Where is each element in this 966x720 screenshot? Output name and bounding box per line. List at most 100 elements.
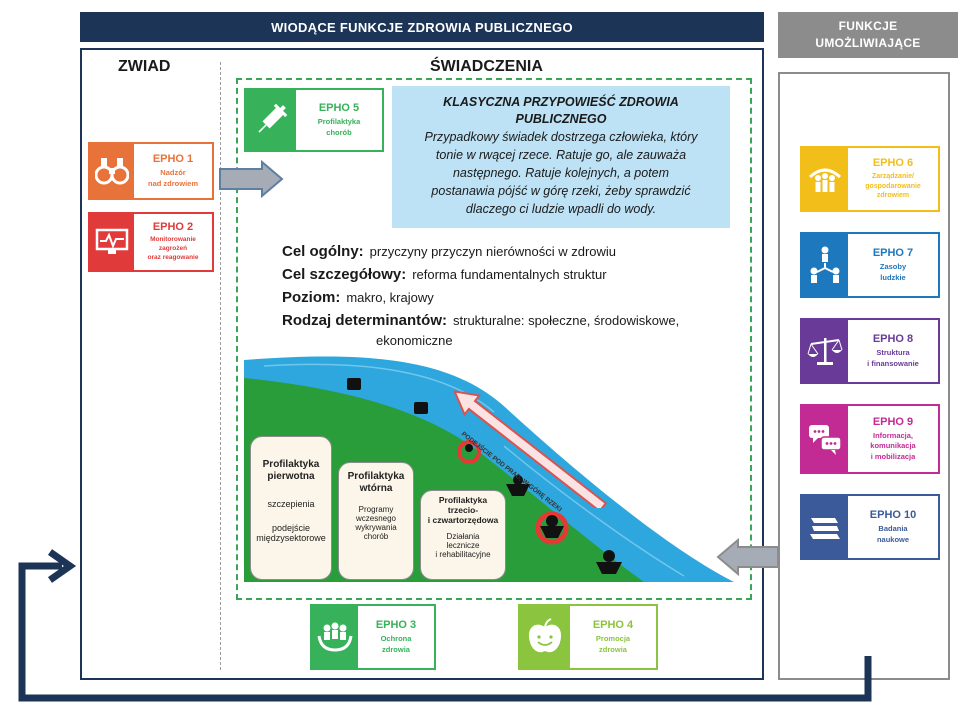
binoculars-icon [90, 144, 134, 198]
epho10-card: EPHO 10 Badania naukowe [800, 494, 940, 560]
epho4-sub1: Promocja [595, 634, 631, 644]
parable-title-line2: PUBLICZNEGO [515, 112, 607, 126]
river-band [244, 356, 734, 582]
p2-h2: wtórna [359, 483, 393, 494]
epho4-sub2: zdrowia [599, 644, 627, 654]
p2-d4: chorób [363, 532, 389, 541]
lifebuoy-person-icon [457, 440, 481, 464]
epho5-sub1: Profilaktyka [317, 117, 361, 127]
rodzaj-label: Rodzaj determinantów: [282, 312, 448, 329]
tertiary-prevention-box: Profilaktyka trzecio- i czwartorzędowa D… [420, 490, 506, 580]
p1-h1: Profilaktyka [262, 459, 320, 470]
epho3-sub1: Ochrona [380, 634, 412, 644]
p3-d2: lecznicze [446, 540, 480, 550]
side-frame [778, 72, 950, 680]
cel-szczegolowy-label: Cel szczegółowy: [282, 266, 407, 283]
epho7-sub1: Zasoby [879, 262, 907, 272]
epho6-sub2: gospodarowanie [865, 182, 921, 190]
poziom-value: makro, krajowy [346, 290, 434, 305]
p1-d1: szczepienia [267, 499, 315, 509]
epho6-title: EPHO 6 [872, 157, 914, 170]
p2-h1: Profilaktyka [347, 471, 405, 482]
parable-line1: Przypadkowy świadek dostrzega człowieka,… [424, 130, 698, 144]
p1-h2: pierwotna [267, 471, 315, 482]
epho1-card: EPHO 1 Nadzór nad zdrowiem [88, 142, 214, 200]
epho2-title: EPHO 2 [152, 221, 194, 234]
epho7-title: EPHO 7 [872, 247, 914, 260]
epho8-title: EPHO 8 [872, 333, 914, 346]
side-header-line2: UMOŻLIWIAJĄCE [815, 36, 921, 50]
apple-icon [520, 606, 570, 668]
parable-line3: następnego. Ratuje kolejnych, a potem [452, 166, 670, 180]
p2-d3: wykrywania [355, 523, 397, 532]
zwiad-divider [220, 62, 221, 670]
epho10-title: EPHO 10 [869, 509, 917, 522]
lifebuoy-person-icon [535, 511, 569, 545]
monitor-icon [90, 214, 134, 270]
p2-d2: wczesnego [355, 514, 397, 523]
epho4-card: EPHO 4 Promocja zdrowia [518, 604, 658, 670]
epho6-card: EPHO 6 Zarządzanie/ gospodarowanie zdrow… [800, 146, 940, 212]
parable-line4: postanawia pójść w górę rzeki, żeby spra… [431, 184, 691, 198]
p3-d1: Działania [446, 531, 480, 541]
cel-ogolny-label: Cel ogólny: [282, 243, 364, 260]
secondary-prevention-box: Profilaktyka wtórna Programy wczesnego w… [338, 462, 414, 580]
parable-line5: dlaczego ci ludzie wpadli do wody. [465, 202, 657, 216]
drowning-person-icon [596, 550, 622, 574]
people-network-icon [802, 234, 848, 296]
epho7-sub2: ludzkie [880, 272, 906, 282]
epho2-card: EPHO 2 Monitorowanie zagrożeń oraz reago… [88, 212, 214, 272]
swiadczenia-dashed-frame [236, 78, 752, 600]
p3-h1: Profilaktyka [438, 495, 488, 505]
epho8-sub2: i finansowanie [867, 358, 919, 368]
epho1-title: EPHO 1 [152, 153, 194, 166]
epho10-sub2: naukowe [876, 534, 910, 544]
swiadczenia-label: ŚWIADCZENIA [430, 58, 543, 75]
side-header-bar: FUNKCJE UMOŻLIWIAJĄCE [778, 12, 958, 58]
poziom-label: Poziom: [282, 289, 341, 306]
epho7-card: EPHO 7 Zasoby ludzkie [800, 232, 940, 298]
epho6-sub3: zdrowiem [876, 192, 910, 200]
enabling-to-services-arrow [716, 538, 779, 576]
cel-szczegolowy-row: Cel szczegółowy:reforma fundamentalnych … [282, 266, 607, 283]
epho9-sub3: i mobilizacja [870, 451, 916, 461]
drowning-person-icon [347, 378, 361, 390]
speech-bubbles-icon [802, 406, 848, 472]
rodzaj-value1: strukturalne: społeczne, środowiskowe, [453, 313, 680, 328]
epho10-sub1: Badania [878, 524, 908, 534]
parable-line2: tonie w rwącej rzece. Ratuje go, ale zau… [435, 148, 687, 162]
epho3-sub2: zdrowia [382, 644, 410, 654]
scales-icon [802, 320, 848, 382]
drowning-person-icon [414, 402, 428, 414]
parable-title-line1: KLASYCZNA PRZYPOWIEŚĆ ZDROWIA [443, 95, 679, 109]
epho4-title: EPHO 4 [592, 619, 634, 632]
side-header-line1: FUNKCJE [838, 19, 898, 33]
epho5-card: EPHO 5 Profilaktyka chorób [244, 88, 384, 152]
cel-ogolny-row: Cel ogólny: przyczyny przyczyn nierównośc… [282, 243, 616, 260]
main-header-bar: WIODĄCE FUNKCJE ZDROWIA PUBLICZNEGO [80, 12, 764, 42]
epho2-sub2: zagrożeń [158, 245, 188, 253]
zwiad-to-swiadczenia-arrow [219, 160, 284, 198]
governance-icon [802, 148, 848, 210]
primary-prevention-box: Profilaktyka pierwotna szczepienia podej… [250, 436, 332, 580]
p3-h2: trzecio- [447, 505, 479, 516]
epho9-card: EPHO 9 Informacja, komunikacja i mobiliz… [800, 404, 940, 474]
epho9-sub1: Informacja, [872, 431, 913, 441]
epho9-title: EPHO 9 [872, 416, 914, 429]
epho1-sub1: Nadzór [160, 168, 186, 178]
syringe-icon [246, 90, 296, 150]
main-frame [80, 48, 764, 680]
parable-box: KLASYCZNA PRZYPOWIEŚĆ ZDROWIA PUBLICZNEG… [392, 86, 730, 228]
epho8-sub1: Struktura [876, 348, 910, 358]
epho9-sub2: komunikacja [870, 441, 916, 451]
upstream-arrow [452, 390, 608, 508]
cel-ogolny-value: przyczyny przyczyn nierówności w zdrowiu [369, 244, 617, 259]
epho1-sub2: nad zdrowiem [147, 178, 198, 188]
rodzaj-value2: ekonomiczne [376, 333, 453, 348]
epho5-title: EPHO 5 [318, 102, 360, 115]
rodzaj-row: Rodzaj determinantów: strukturalne: społe… [282, 312, 679, 329]
epho2-sub1: Monitorowanie [150, 236, 196, 244]
p1-d2: podejście [271, 523, 311, 533]
epho2-sub3: oraz reagowanie [147, 253, 199, 261]
p3-d3: i rehabilitacyjne [435, 549, 491, 559]
